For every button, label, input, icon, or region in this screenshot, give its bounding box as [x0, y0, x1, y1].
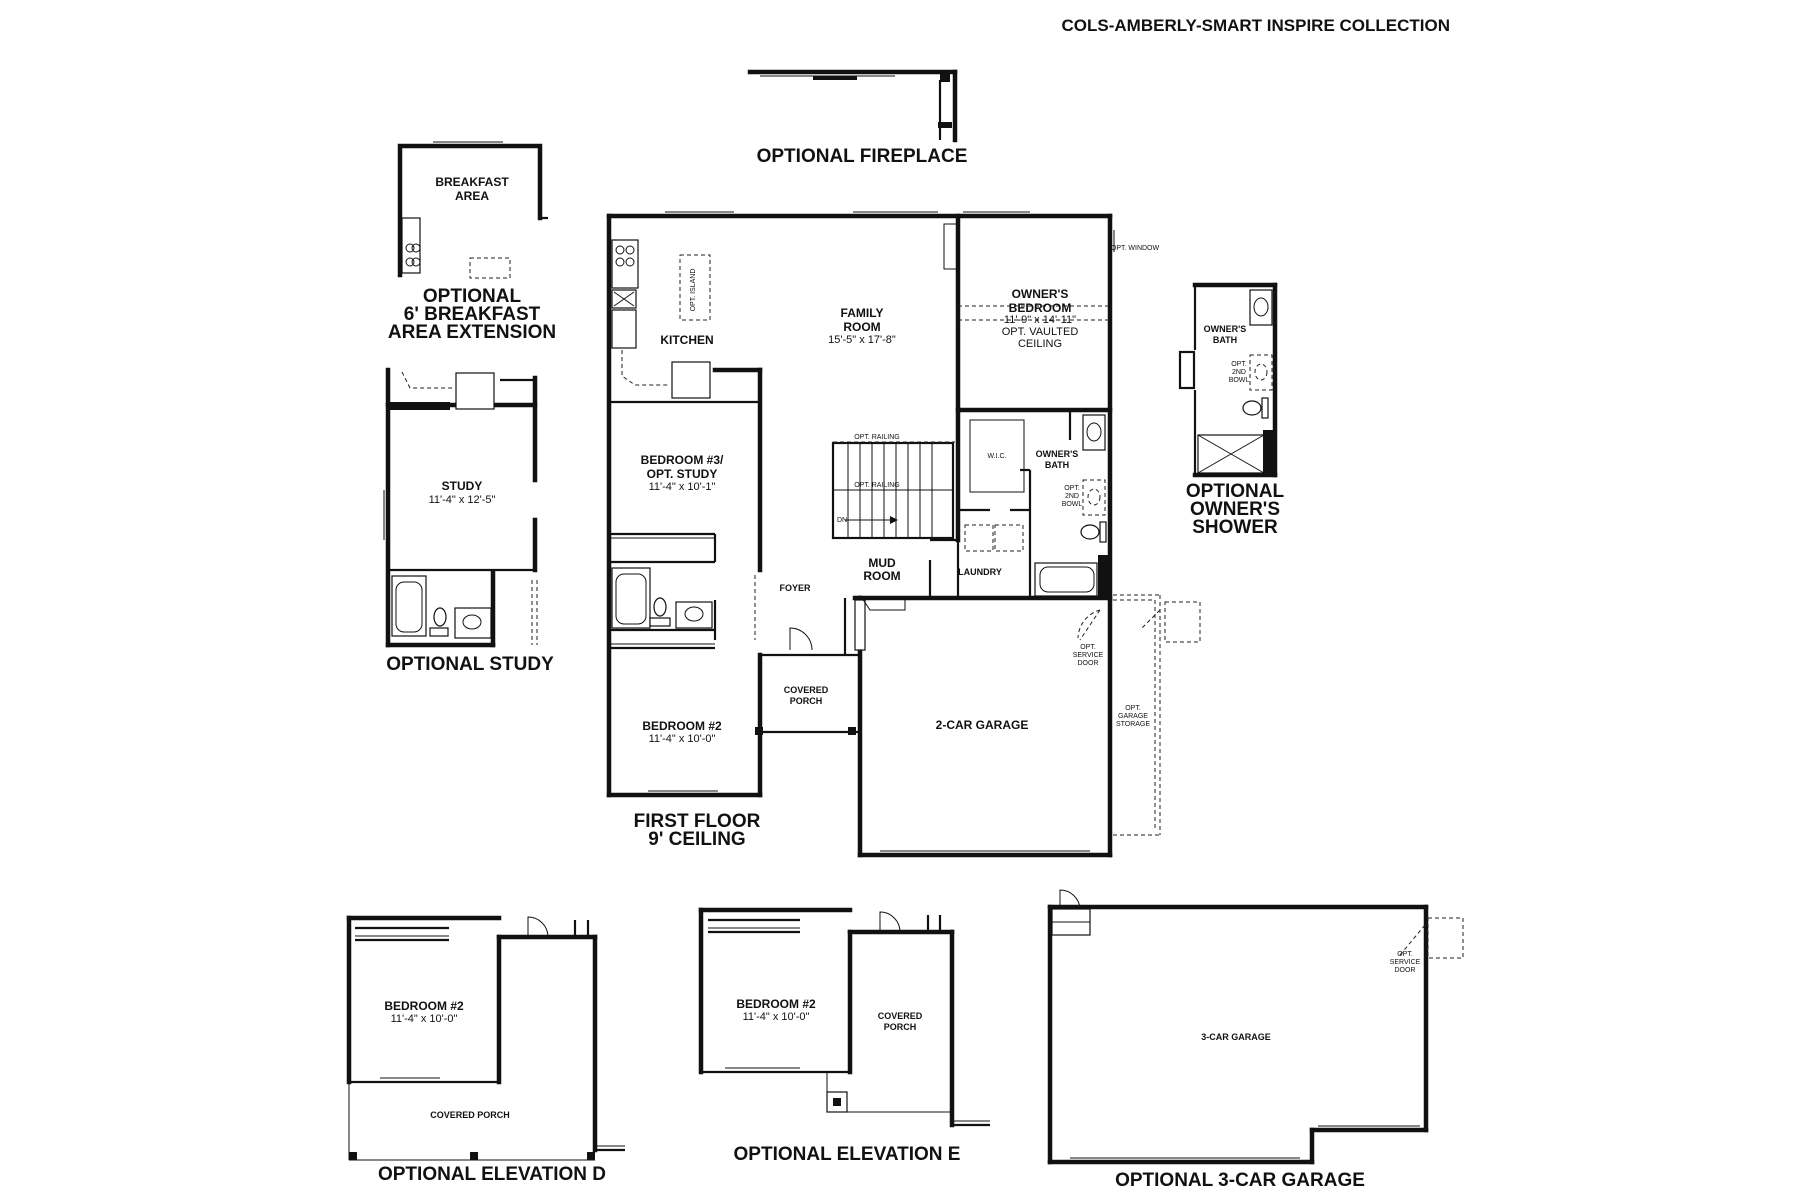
owners-bedroom-note: OPT. VAULTED	[1002, 326, 1079, 338]
family-room-label-2: ROOM	[843, 320, 880, 334]
breakfast-area-label: BREAKFAST	[435, 175, 509, 189]
family-room-dim: 15'-5" x 17'-8"	[828, 334, 896, 346]
bedroom3-label: BEDROOM #3/	[641, 453, 724, 467]
breakfast-area-label-2: AREA	[455, 189, 489, 203]
shower-caption-3: SHOWER	[1192, 517, 1278, 538]
breakfast-caption-1: OPTIONAL	[423, 286, 522, 307]
opt-garage-storage-3: STORAGE	[1116, 721, 1150, 728]
opt-service-door-1: OPT.	[1080, 644, 1096, 651]
family-room-label: FAMILY	[841, 306, 884, 320]
first-floor-plan: KITCHEN OPT. ISLAND FAMILY ROOM 15'-5" x…	[606, 211, 1201, 858]
mud-room-label-2: ROOM	[863, 569, 900, 583]
opt-island-label: OPT. ISLAND	[690, 269, 697, 312]
garage3-caption: OPTIONAL 3-CAR GARAGE	[1115, 1170, 1365, 1191]
optional-study-plan: STUDY 11'-4" x 12'-5" OPTIONAL STUDY	[383, 367, 554, 675]
bedroom3-dim: 11'-4" x 10'-1"	[649, 481, 716, 493]
opt-railing-mid: OPT. RAILING	[854, 482, 900, 489]
optional-owners-shower-plan: OWNER'S BATH OPT. 2ND BOWL OPTIONAL OWNE…	[1178, 282, 1285, 538]
garage3-service-door-2: SERVICE	[1390, 959, 1421, 966]
laundry-label: LAUNDRY	[958, 567, 1002, 577]
garage3-service-door-1: OPT.	[1397, 951, 1413, 958]
kitchen-label: KITCHEN	[660, 333, 713, 347]
owners-bath-label-2: BATH	[1045, 460, 1069, 470]
optional-fireplace-caption: OPTIONAL FIREPLACE	[757, 146, 968, 167]
owners-bedroom-label-2: BEDROOM	[1009, 301, 1072, 315]
foyer-label: FOYER	[779, 583, 811, 593]
elev-e-porch-label-2: PORCH	[884, 1022, 917, 1032]
opt-service-door-2: SERVICE	[1073, 652, 1104, 659]
collection-title: COLS-AMBERLY-SMART INSPIRE COLLECTION	[1062, 16, 1451, 35]
first-floor-caption-2: 9' CEILING	[648, 829, 745, 850]
three-car-garage-label: 3-CAR GARAGE	[1201, 1032, 1271, 1042]
optional-3-car-garage-plan: 3-CAR GARAGE OPT. SERVICE DOOR OPTIONAL …	[1047, 889, 1464, 1191]
opt-garage-storage-1: OPT.	[1125, 705, 1141, 712]
study-label: STUDY	[442, 479, 483, 493]
opt-garage-storage-2: GARAGE	[1118, 713, 1148, 720]
shower-owners-bath-label-2: BATH	[1213, 335, 1237, 345]
bedroom3-label-2: OPT. STUDY	[647, 467, 718, 481]
study-caption: OPTIONAL STUDY	[386, 654, 554, 675]
opt-railing-top: OPT. RAILING	[854, 434, 900, 441]
bedroom2-dim: 11'-4" x 10'-0"	[649, 733, 716, 745]
elev-e-porch-label: COVERED	[878, 1011, 923, 1021]
shower-2nd-bowl-3: BOWL	[1229, 377, 1250, 384]
two-car-garage-label: 2-CAR GARAGE	[936, 718, 1029, 732]
opt-service-door-3: DOOR	[1078, 660, 1099, 667]
first-floor-caption: FIRST FLOOR	[634, 811, 761, 832]
elev-e-bedroom-label: BEDROOM #2	[736, 997, 816, 1011]
study-dim: 11'-4" x 12'-5"	[429, 494, 496, 506]
opt-2nd-bowl-3: BOWL	[1062, 501, 1083, 508]
bedroom2-label: BEDROOM #2	[642, 719, 722, 733]
opt-2nd-bowl-1: OPT.	[1064, 485, 1080, 492]
elev-e-bedroom-dim: 11'-4" x 10'-0"	[743, 1011, 810, 1023]
shower-2nd-bowl-1: OPT.	[1231, 361, 1247, 368]
shower-owners-bath-label: OWNER'S	[1204, 324, 1247, 334]
wic-label: W.I.C.	[987, 453, 1006, 460]
owners-bedroom-dim: 11'-9" x 14'-11"	[1004, 314, 1076, 326]
garage3-service-door-3: DOOR	[1395, 967, 1416, 974]
covered-porch-label: COVERED	[784, 685, 829, 695]
owners-bedroom-label: OWNER'S	[1012, 287, 1069, 301]
elev-d-bedroom-dim: 11'-4" x 10'-0"	[391, 1013, 458, 1025]
elev-d-porch-label: COVERED PORCH	[430, 1110, 510, 1120]
elev-e-caption: OPTIONAL ELEVATION E	[734, 1144, 961, 1165]
breakfast-caption-2: 6' BREAKFAST	[404, 304, 541, 325]
mud-room-label: MUD	[868, 556, 896, 570]
opt-window-label: OPT. WINDOW	[1111, 245, 1160, 252]
owners-bath-label: OWNER'S	[1036, 449, 1079, 459]
optional-fireplace-plan: OPTIONAL FIREPLACE	[747, 69, 968, 167]
optional-elevation-e-plan: BEDROOM #2 11'-4" x 10'-0" COVERED PORCH…	[698, 907, 990, 1165]
shower-2nd-bowl-2: 2ND	[1232, 369, 1246, 376]
opt-2nd-bowl-2: 2ND	[1065, 493, 1079, 500]
elev-d-caption: OPTIONAL ELEVATION D	[378, 1164, 606, 1185]
shower-caption-2: OWNER'S	[1190, 499, 1280, 520]
elev-d-bedroom-label: BEDROOM #2	[384, 999, 464, 1013]
covered-porch-label-2: PORCH	[790, 696, 823, 706]
breakfast-caption-3: AREA EXTENSION	[388, 322, 556, 343]
optional-elevation-d-plan: BEDROOM #2 11'-4" x 10'-0" COVERED PORCH…	[346, 915, 625, 1185]
optional-breakfast-plan: BREAKFAST AREA OPTIONAL 6' BREAKFAST ARE…	[388, 141, 556, 343]
stairs-down-label: DN	[837, 517, 847, 524]
owners-bedroom-note-2: CEILING	[1018, 338, 1062, 350]
shower-caption-1: OPTIONAL	[1186, 481, 1285, 502]
